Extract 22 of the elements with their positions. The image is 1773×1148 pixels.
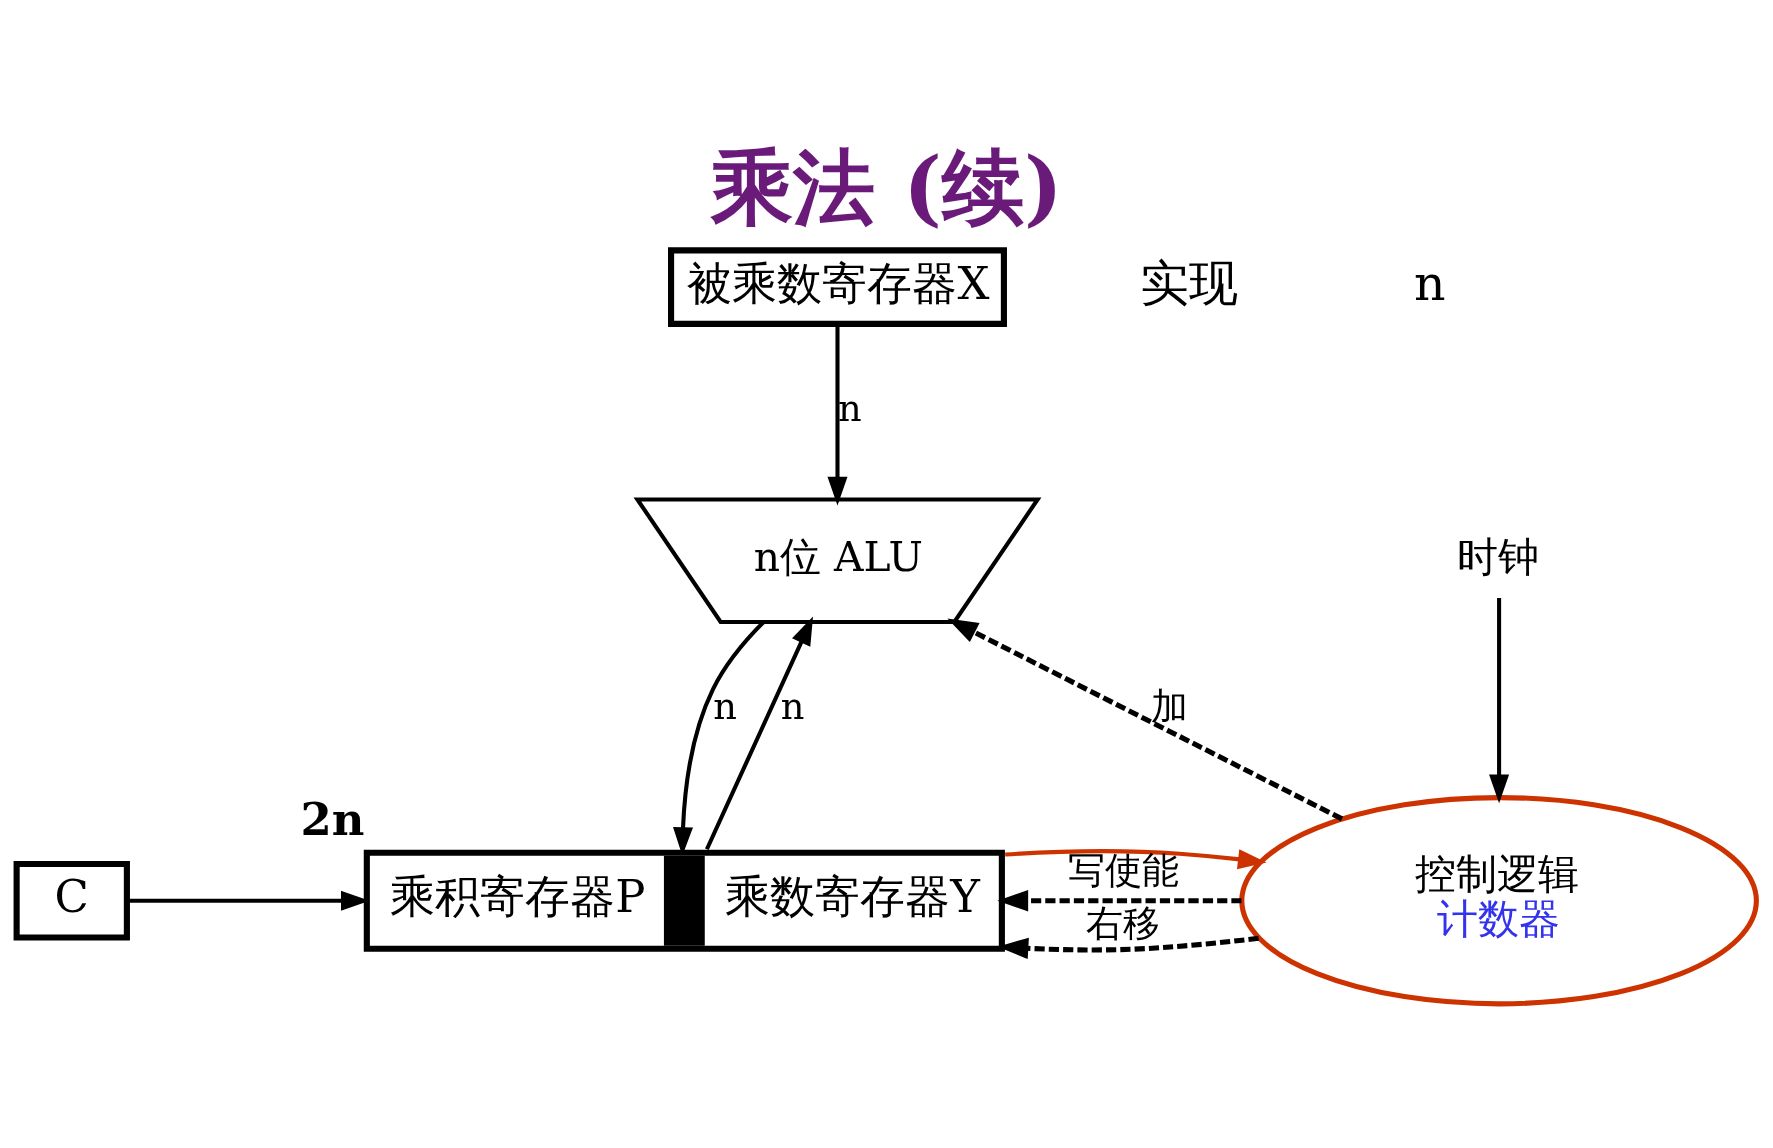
node-ellipse: 控制逻辑 计数器 xyxy=(1239,795,1759,1007)
arrow xyxy=(827,324,848,506)
diagram-title: 乘法 (续) xyxy=(710,138,1063,235)
label: n xyxy=(1413,254,1446,312)
node-text: 时钟 xyxy=(1457,532,1540,581)
arrow xyxy=(673,620,766,856)
arrow xyxy=(705,616,813,851)
arrow xyxy=(1489,598,1510,804)
edge-label: 写使能 xyxy=(1067,849,1179,893)
node-box: 乘积寄存器P 乘数寄存器Y xyxy=(363,849,1005,952)
edge-label: 加 xyxy=(1150,684,1188,728)
edge-label: 右移 xyxy=(1086,902,1161,946)
node-box: C xyxy=(13,860,130,941)
arrow xyxy=(1005,849,1267,870)
node-label: 2n xyxy=(300,792,365,846)
edge-label: n xyxy=(713,684,738,728)
arrow xyxy=(997,889,1242,912)
label: 实现 xyxy=(1139,254,1238,312)
edge-label: n xyxy=(837,386,862,430)
node-box: 被乘数寄存器X xyxy=(668,247,1007,327)
arrow xyxy=(947,618,1344,822)
edge-label: n xyxy=(780,684,805,728)
